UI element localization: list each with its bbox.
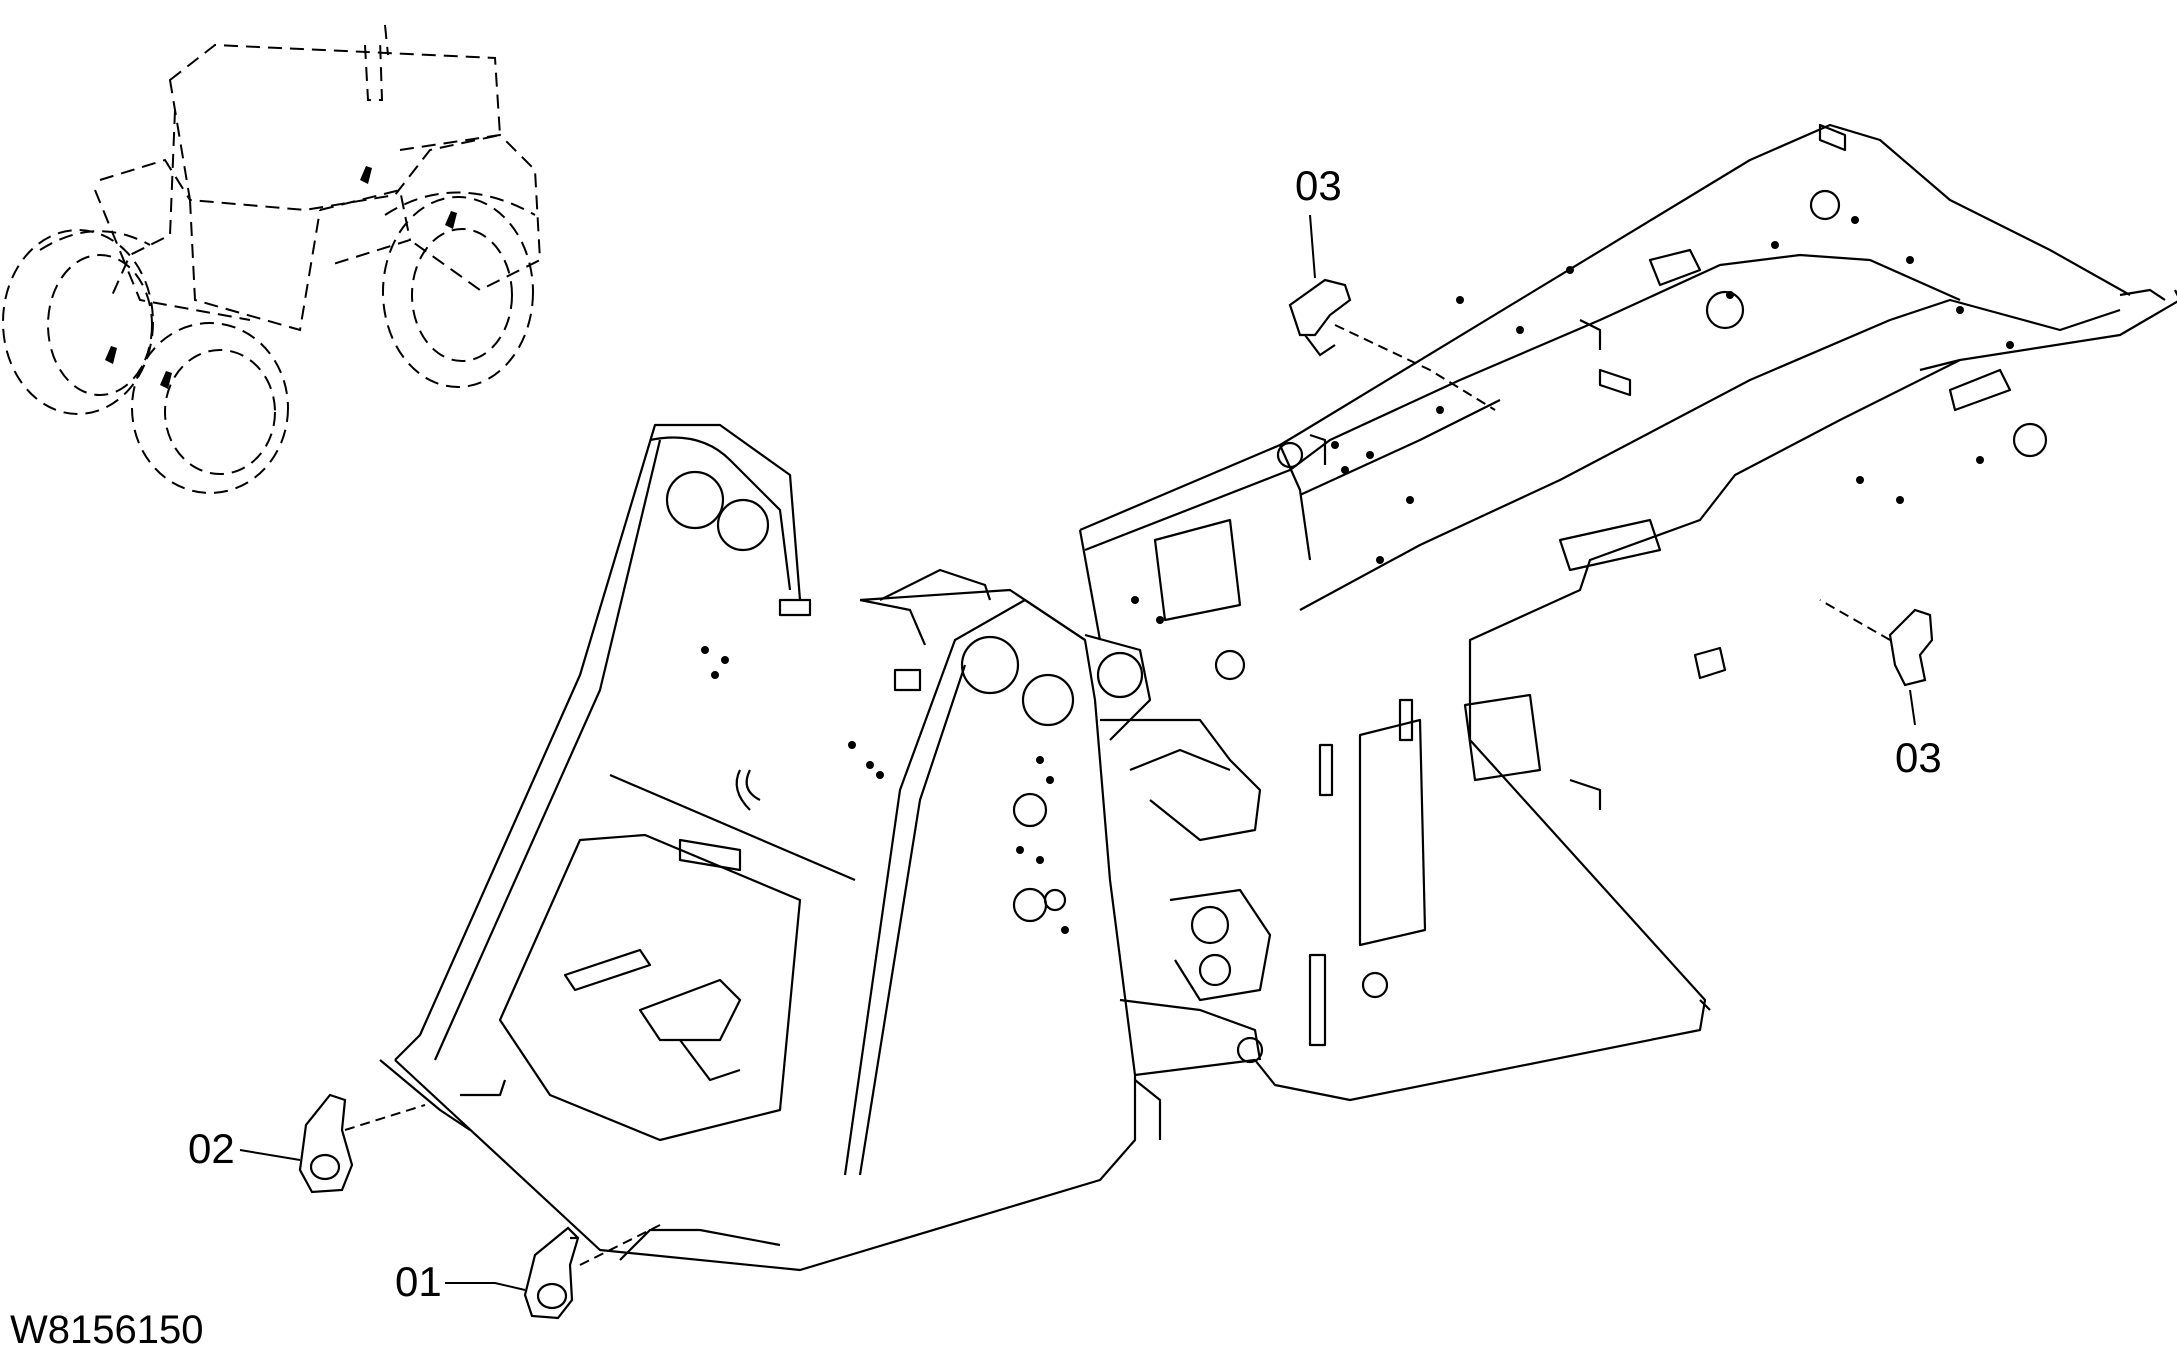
callout-02: 02 — [188, 1125, 235, 1172]
leader-03a — [1309, 214, 1316, 279]
machine-overview-inset — [2, 24, 542, 494]
callout-03-right: 03 — [1895, 734, 1942, 781]
hook-03-right — [1888, 608, 1934, 687]
callout-03-upper: 03 — [1295, 162, 1342, 209]
hook-02 — [298, 1093, 354, 1194]
inset-hook-01-marker — [105, 346, 117, 364]
bolt-holes — [701, 216, 2014, 934]
leader-lines — [239, 214, 1916, 1291]
drawing-number: W8156150 — [10, 1308, 203, 1350]
loader-frame — [379, 123, 2177, 1272]
tow-hooks — [298, 278, 1934, 1320]
leader-01 — [445, 1282, 526, 1291]
leader-02 — [239, 1149, 301, 1161]
inset-hook-03-marker — [360, 166, 372, 184]
inset-hook-03b-marker — [445, 211, 457, 229]
callout-labels: 01 02 03 03 — [188, 162, 1942, 1305]
hook-01 — [523, 1226, 580, 1320]
hook-03-upper — [1288, 278, 1352, 357]
callout-01: 01 — [395, 1258, 442, 1305]
leader-03b — [1909, 689, 1916, 726]
inset-hook-markers — [105, 166, 457, 389]
inset-hook-02-marker — [160, 371, 172, 389]
